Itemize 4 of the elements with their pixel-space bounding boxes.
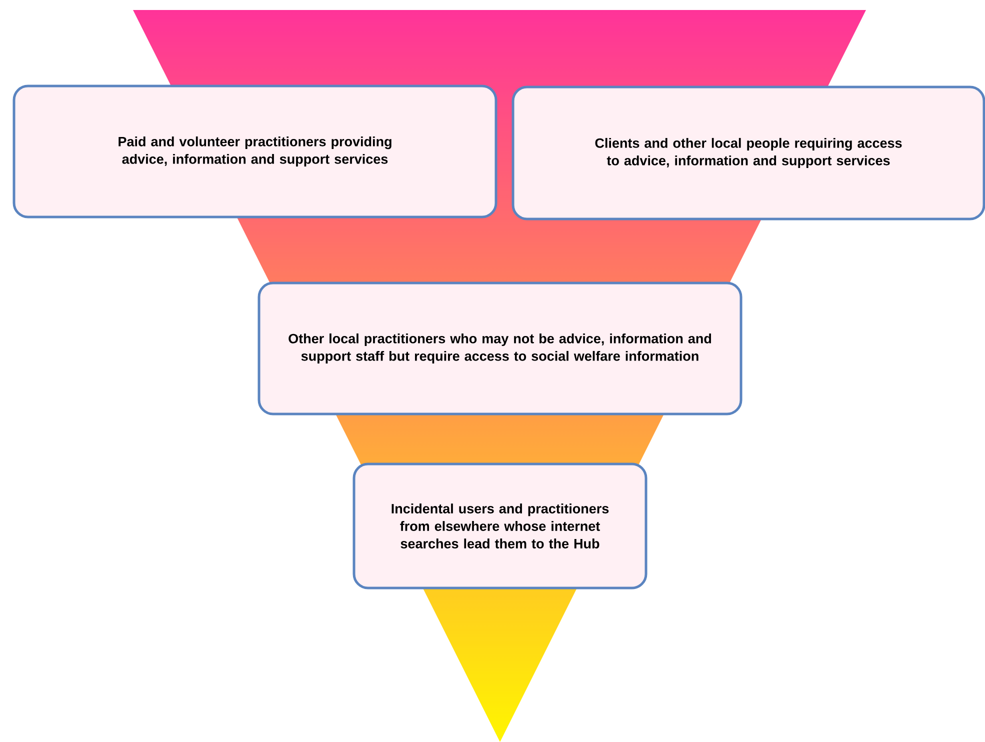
text-box: Incidental users and practitioners from elsewhere whose internet searches lead them to the Hub bbox=[352, 462, 648, 590]
text-box: Other local practitioners who may not be advice, information and support staff but require access to social welfare information bbox=[258, 282, 742, 416]
text-box: Paid and volunteer practitioners providing advice, information and support services bbox=[12, 84, 498, 218]
text-box: Clients and other local people requiring access to advice, information and support services bbox=[512, 86, 985, 220]
